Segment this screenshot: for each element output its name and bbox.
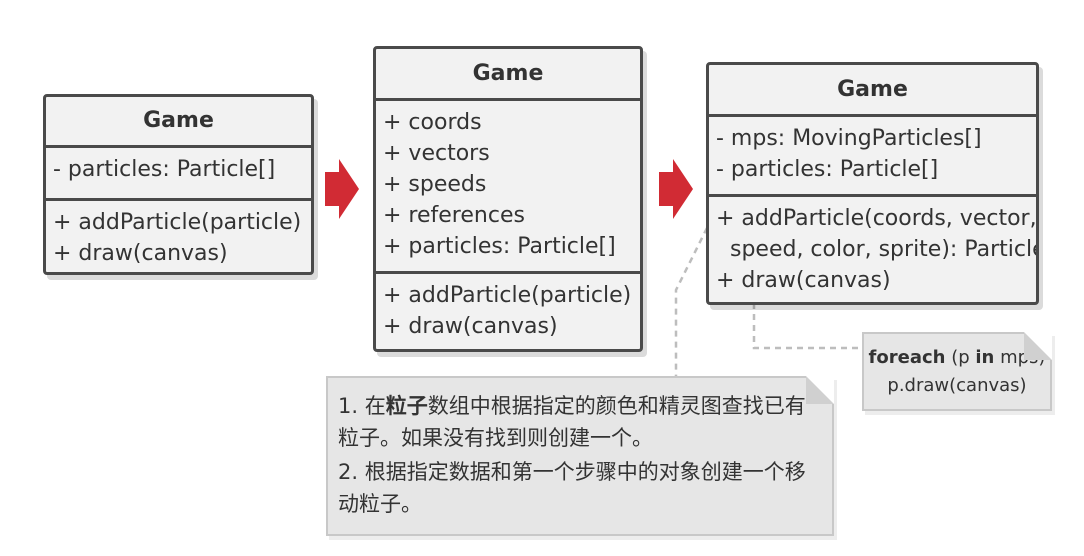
note-add-particle-steps: 1. 在粒子数组中根据指定的颜色和精灵图查找已有粒子。如果没有找到则创建一个。 …: [326, 376, 834, 536]
arrow-right-icon: [659, 159, 693, 219]
note-connector-code: [752, 303, 862, 350]
note-fold-corner: [1024, 332, 1052, 360]
arrow-right-icon: [325, 159, 359, 219]
fields-section: - particles: Particle[]: [46, 148, 311, 201]
step-1-bold: 粒子: [385, 394, 428, 418]
field-coords: + coords: [383, 110, 482, 135]
method-add-particle-continued: speed, color, sprite): Particle: [716, 237, 1039, 262]
keyword-foreach: foreach: [868, 347, 946, 368]
field-particles: + particles: Particle[]: [383, 234, 616, 259]
step-1-prefix: 1. 在: [338, 394, 386, 418]
step-1: 1. 在粒子数组中根据指定的颜色和精灵图查找已有粒子。如果没有找到则创建一个。: [338, 390, 822, 454]
class-game-intermediate: Game + coords + vectors + speeds + refer…: [373, 46, 643, 352]
field-mps: - mps: MovingParticles[]: [716, 126, 982, 151]
keyword-in: in: [975, 347, 995, 368]
fields-section: + coords + vectors + speeds + references…: [376, 101, 640, 274]
class-game-original: Game - particles: Particle[] + addPartic…: [43, 94, 314, 275]
field-speeds: + speeds: [383, 172, 487, 197]
field-references: + references: [383, 203, 525, 228]
field-particles: - particles: Particle[]: [53, 157, 276, 182]
code-line-2: p.draw(canvas): [887, 375, 1027, 396]
class-game-flyweight: Game - mps: MovingParticles[] - particle…: [706, 62, 1039, 305]
code-line-1: foreach (p in mps): [868, 344, 1046, 372]
code-p: (p: [945, 347, 976, 368]
class-name: Game: [376, 49, 640, 101]
methods-section: + addParticle(coords, vector, speed, col…: [709, 197, 1036, 302]
method-add-particle: + addParticle(particle): [53, 210, 302, 235]
step-2: 2. 根据指定数据和第一个步骤中的对象创建一个移动粒子。: [338, 460, 806, 516]
method-add-particle: + addParticle(particle): [383, 283, 632, 308]
fields-section: - mps: MovingParticles[] - particles: Pa…: [709, 117, 1036, 197]
methods-section: + addParticle(particle) + draw(canvas): [46, 201, 311, 272]
note-fold-corner: [806, 376, 834, 404]
method-add-particle: + addParticle(coords, vector,: [716, 206, 1037, 231]
method-draw: + draw(canvas): [53, 241, 228, 266]
class-name: Game: [709, 65, 1036, 117]
method-draw: + draw(canvas): [716, 268, 891, 293]
note-connector-steps: [674, 227, 709, 376]
note-draw-code: foreach (p in mps) p.draw(canvas): [862, 332, 1052, 411]
method-draw: + draw(canvas): [383, 314, 558, 339]
field-particles: - particles: Particle[]: [716, 157, 939, 182]
step-1-suffix: 数组中根据指定的颜色和精灵图查找已有粒子。如果没有找到则创建一个。: [338, 394, 806, 450]
class-name: Game: [46, 97, 311, 148]
field-vectors: + vectors: [383, 141, 490, 166]
methods-section: + addParticle(particle) + draw(canvas): [376, 274, 640, 348]
